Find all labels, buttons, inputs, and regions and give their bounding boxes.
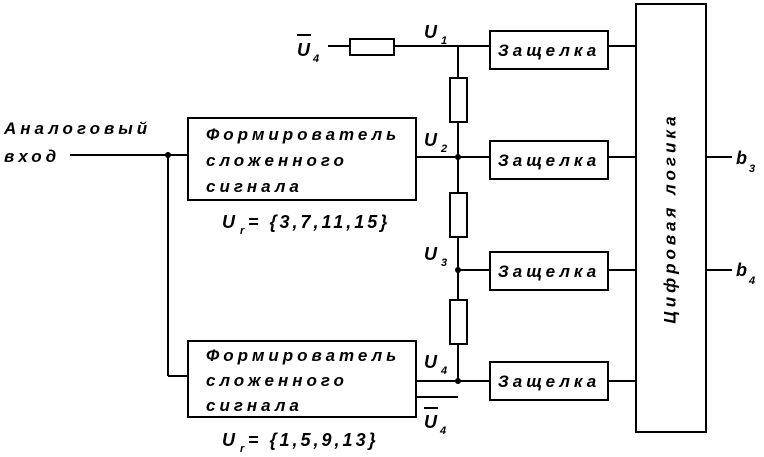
node-u2-symbol: U — [424, 130, 440, 150]
latch-4-label: Защелка — [498, 372, 600, 391]
node-u3-sub: 3 — [441, 257, 447, 269]
resistor-3-4 — [449, 299, 468, 345]
u4bar-bottom-symbol: U — [424, 412, 440, 432]
analog-input-line-1: Аналоговый — [3, 119, 151, 138]
former-top-block: Формирователь сложенного сигнала — [187, 117, 417, 201]
output-b4-sub: 4 — [748, 275, 755, 287]
node-u1-sub: 1 — [441, 35, 447, 47]
node-labels: U 1 U 2 U 3 U 4 — [424, 22, 447, 377]
latch-1: Защелка — [489, 30, 609, 70]
node-u1-symbol: U — [424, 22, 440, 42]
former-top-param: U r = {3,7,11,15} — [222, 212, 390, 237]
input-resistor — [349, 38, 395, 56]
junction-u2 — [455, 154, 461, 160]
former-bottom-line-2: сложенного — [206, 371, 348, 390]
u4bar-top-sub: 4 — [312, 53, 319, 65]
junction-input — [165, 152, 171, 158]
former-bottom-line-1: Формирователь — [206, 346, 400, 365]
latch-3: Защелка — [489, 251, 609, 291]
latch-4: Защелка — [489, 361, 609, 401]
resistor-2-3 — [449, 192, 468, 238]
former-top-param-values: = {3,7,11,15} — [248, 212, 390, 232]
resistor-1-2 — [449, 77, 468, 123]
former-bottom-block: Формирователь сложенного сигнала — [187, 340, 417, 418]
latch-1-box — [489, 30, 609, 70]
latch-2: Защелка — [489, 140, 609, 180]
junction-u3 — [455, 267, 461, 273]
former-top-param-symbol: U — [222, 212, 238, 232]
node-u2-sub: 2 — [440, 143, 447, 155]
former-top-line-2: сложенного — [206, 151, 348, 170]
former-bottom-param: U r = {1,5,9,13} — [222, 430, 379, 455]
analog-input-label: Аналоговый вход — [3, 119, 151, 166]
digital-logic-box — [635, 3, 707, 433]
analog-input-line-2: вход — [4, 147, 60, 166]
latch-1-label: Защелка — [498, 41, 600, 60]
latch-3-label: Защелка — [498, 262, 600, 281]
u4bar-top-symbol: U — [297, 40, 313, 60]
u4bar-bottom-sub: 4 — [439, 425, 446, 437]
junctions — [165, 152, 461, 384]
former-top-line-3: сигнала — [206, 177, 303, 196]
former-top-param-sub: r — [240, 225, 245, 237]
former-bottom-param-sub: r — [240, 443, 245, 455]
former-top-box — [187, 117, 417, 201]
u4bar-bottom-label: U 4 — [424, 407, 446, 437]
latch-4-box — [489, 361, 609, 401]
digital-logic-label: Цифровая логика — [660, 112, 679, 323]
former-bottom-line-3: сигнала — [206, 396, 303, 415]
latch-3-box — [489, 251, 609, 291]
digital-logic-block: Цифровая логика — [635, 3, 707, 433]
resistors — [349, 38, 468, 345]
output-b3-sub: 3 — [749, 163, 755, 175]
node-u4-sub: 4 — [440, 365, 447, 377]
former-top-line-1: Формирователь — [206, 125, 400, 144]
latch-2-box — [489, 140, 609, 180]
junction-u4 — [455, 378, 461, 384]
output-b4-symbol: b — [736, 260, 750, 280]
output-b3-symbol: b — [736, 148, 750, 168]
latch-2-label: Защелка — [498, 151, 600, 170]
node-u3-symbol: U — [424, 244, 440, 264]
u4bar-top-label: U 4 — [297, 34, 319, 65]
former-bottom-box — [187, 340, 417, 418]
outputs: b 3 b 4 — [736, 148, 755, 287]
former-bottom-param-values: = {1,5,9,13} — [248, 430, 379, 450]
former-bottom-param-symbol: U — [222, 430, 238, 450]
node-u4-symbol: U — [424, 352, 440, 372]
